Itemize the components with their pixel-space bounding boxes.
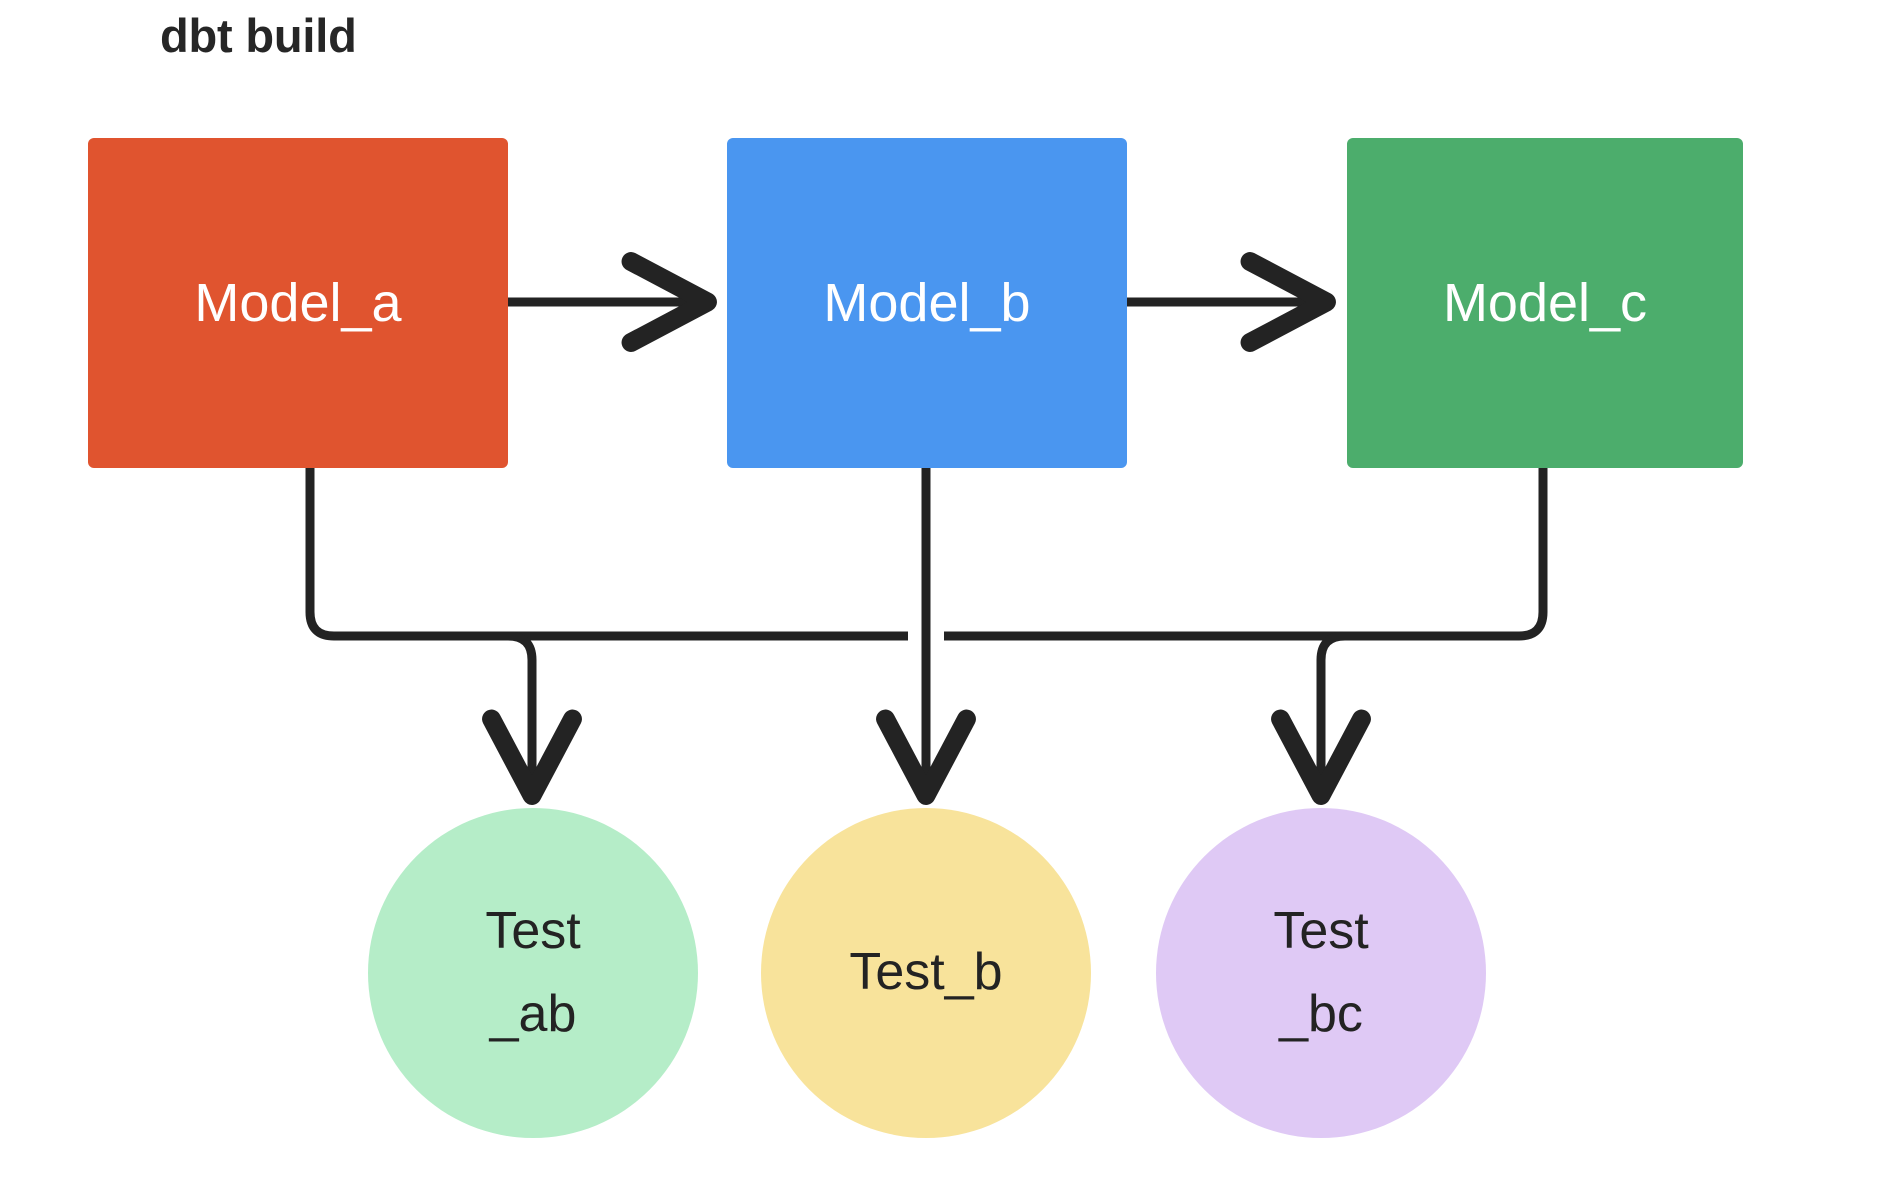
node-model-c[interactable]: Model_c <box>1347 138 1743 468</box>
node-test-bc-label: Test _bc <box>1273 901 1369 1043</box>
node-test-ab[interactable]: Test _ab <box>368 808 698 1138</box>
page-title: dbt build <box>160 9 357 62</box>
node-model-b-label: Model_b <box>823 273 1031 333</box>
node-test-b[interactable]: Test_b <box>761 808 1091 1138</box>
node-model-a[interactable]: Model_a <box>88 138 508 468</box>
node-model-b[interactable]: Model_b <box>727 138 1127 468</box>
node-test-b-label: Test_b <box>849 943 1003 1002</box>
node-test-ab-label: Test _ab <box>485 901 581 1043</box>
edge-model-a-to-bus <box>305 468 508 641</box>
edge-bus-to-test-ab <box>482 631 582 805</box>
edge-model-c-to-bus <box>1345 468 1548 641</box>
node-model-c-label: Model_c <box>1442 273 1648 333</box>
node-test-bc[interactable]: Test _bc <box>1156 808 1486 1138</box>
edge-bus-to-test-bc <box>1271 631 1371 805</box>
node-model-a-label: Model_a <box>194 273 402 333</box>
